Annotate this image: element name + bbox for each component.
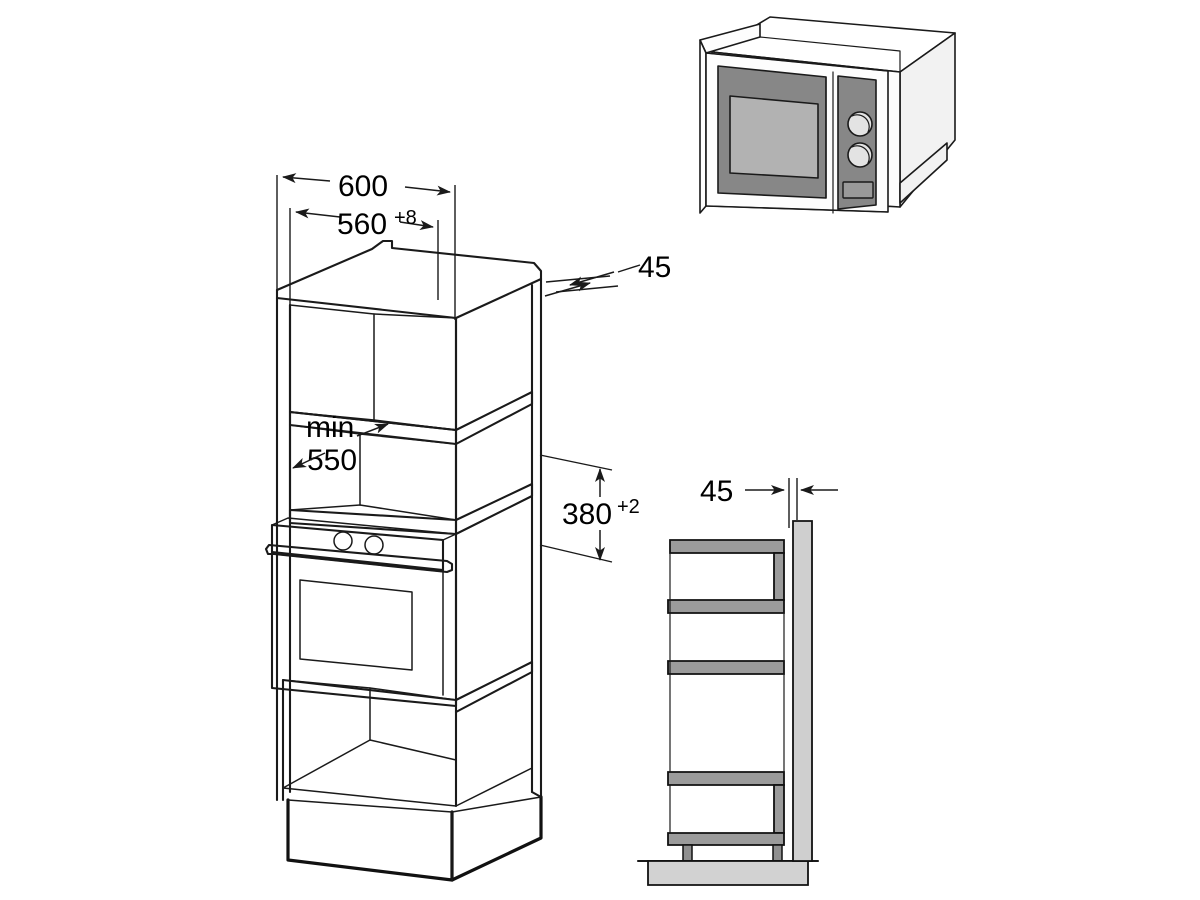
section-shelf-fourth (667, 771, 785, 786)
microwave-oven-illustration (699, 16, 956, 214)
dim-560-arrow-left (295, 208, 341, 219)
dim-45-top-leader-c (617, 264, 641, 273)
mid-niche-bottom-back (359, 504, 457, 521)
upper-niche-back-left (289, 304, 375, 421)
section-shelf-second (667, 599, 785, 614)
mid-shelf-wing-top (455, 483, 533, 521)
oven-handle-crease (273, 553, 448, 573)
section-shelf-bottom (667, 832, 785, 846)
mid-shelf-front-edge (288, 508, 458, 536)
upper-shelf-wing-top (455, 391, 533, 431)
lower-niche-back-top (369, 687, 457, 701)
section-foot-left (682, 844, 693, 862)
section-plinth-base (647, 860, 809, 886)
cabinet-side-section: 45 (636, 475, 838, 886)
microwave-knob-upper-highlight (851, 114, 870, 133)
mid-niche-top-back2 (359, 433, 457, 445)
dim-45-top-arrow-out (544, 281, 591, 297)
dim-560-label: 560 (337, 208, 387, 241)
dim-min-550-arrow-lower (292, 452, 326, 469)
lower-niche-floor-left (282, 739, 371, 789)
section-shelf-top (669, 539, 785, 554)
oven-control-panel-top (271, 517, 457, 541)
dim-min-550-arrow-upper (356, 423, 389, 437)
dimension-560: 560 +8 (289, 207, 439, 305)
dim-380-label: 380 (562, 498, 612, 531)
dimension-min-550: min 550 (292, 411, 389, 477)
mid-shelf-right-wing (454, 482, 534, 536)
section-shelf-third (667, 660, 785, 675)
oven-knob-left[interactable] (333, 531, 353, 551)
section-shelf-fourth-return (773, 784, 785, 834)
dim-600-arrow-left (282, 173, 331, 184)
cabinet-plinth-front (286, 798, 454, 882)
section-dim-45-label: 45 (700, 475, 733, 508)
microwave-top-seam (705, 52, 889, 72)
microwave-base-lip (899, 142, 948, 204)
section-foot-right (772, 844, 783, 862)
dim-560-arrow-right (399, 220, 434, 230)
dimension-45-top: 45 (544, 251, 671, 297)
microwave-upper-rim (759, 36, 901, 73)
oven-knob-right[interactable] (364, 535, 384, 555)
dim-600-label: 600 (338, 170, 388, 203)
microwave-door-window (729, 95, 819, 179)
microwave-display (842, 181, 874, 199)
lower-shelf-wing-top (455, 661, 533, 701)
dim-min-label: min (306, 411, 354, 444)
dim-380-ext-top (539, 454, 613, 471)
lower-floor-wing (455, 767, 533, 807)
tall-cabinet-isometric (264, 239, 543, 882)
dim-45-top-label: 45 (638, 251, 671, 284)
mid-niche-top-back (289, 424, 361, 435)
oven-door-window (299, 579, 413, 671)
dim-380-ext-bottom (539, 544, 613, 563)
upper-niche-back-top (373, 313, 457, 319)
lower-shelf-right-wing (454, 660, 534, 714)
cabinet-plinth-top (287, 796, 542, 813)
dim-600-arrow-right (404, 185, 451, 196)
upper-shelf-right-wing (454, 390, 534, 446)
dimension-600: 600 (276, 170, 456, 320)
microwave-control-panel (837, 75, 877, 210)
dim-560-tolerance-label: +8 (394, 207, 417, 229)
dim-380-tolerance-label: +2 (617, 496, 640, 518)
dim-550-label: 550 (307, 444, 357, 477)
section-front-panel (792, 520, 813, 862)
microwave-left-bezel (699, 39, 707, 214)
upper-shelf-surface-a (289, 411, 375, 421)
cabinet-side-bottom (530, 790, 543, 799)
dim-45-top-leader-b (555, 285, 619, 293)
dim-45-top-leader-a (545, 275, 611, 283)
cabinet-top-rim (275, 239, 543, 292)
mid-shelf-surface (289, 504, 361, 511)
cabinet-top-surface (275, 277, 543, 320)
microwave-knob-lower-highlight (851, 145, 870, 164)
dimension-380: 380 +2 (539, 454, 640, 563)
cabinet-plinth-right (450, 795, 543, 882)
microwave-bottom-edge (705, 205, 889, 213)
lower-niche-floor-front (282, 787, 457, 807)
section-shelf-top-return (773, 552, 785, 601)
lower-niche-back-bottom (369, 739, 457, 761)
